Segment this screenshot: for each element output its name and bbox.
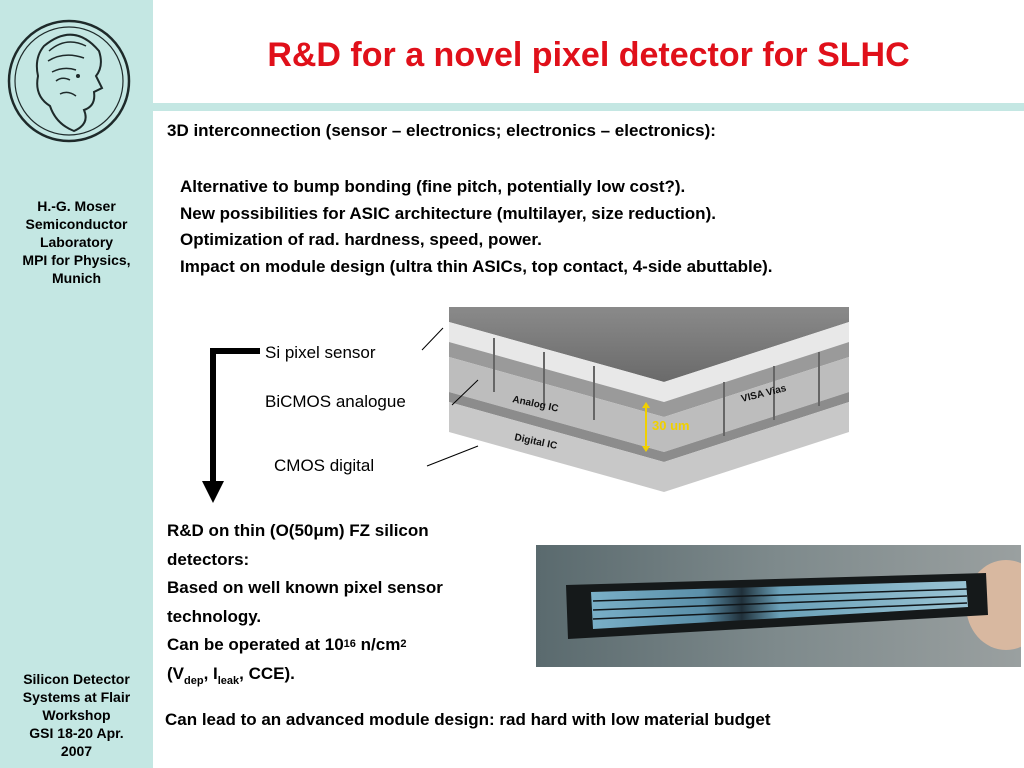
bullet-item: Alternative to bump bonding (fine pitch,… [180,177,686,196]
vdep-text: (V [167,663,184,683]
thin-line-1-start: R&D on thin (O(50 [167,521,314,540]
title-divider [153,103,1024,111]
max-planck-minerva-logo [7,19,131,143]
author-line: MPI for Physics, [22,252,131,268]
thin-line-5: Can be operated at 1016 n/cm2 [167,631,547,660]
event-line: GSI 18-20 Apr. [29,725,124,741]
event-line: 2007 [60,743,93,759]
event-info: Silicon Detector Systems at Flair Worksh… [4,670,149,760]
author-info: H.-G. Moser Semiconductor Laboratory MPI… [4,197,149,287]
ileak-text: , I [203,663,218,683]
mu-symbol: μ [313,521,324,540]
conclusion-text: Can lead to an advanced module design: r… [165,710,771,729]
slide-title: R&D for a novel pixel detector for SLHC [267,36,910,74]
stack-arrow-icon [202,348,260,503]
author-line: Munich [52,270,101,286]
bullet-item: New possibilities for ASIC architecture … [180,203,716,223]
thin-line-2: detectors: [167,549,250,569]
thin-detector-text: R&D on thin (O(50μm) FZ silicon detector… [167,517,547,690]
event-line: Systems at Flair [22,689,131,705]
author-line: Semiconductor [25,216,128,232]
ileak-subscript: leak [217,674,240,687]
label-bicmos-analogue: BiCMOS analogue [265,392,406,411]
sidebar: H.-G. Moser Semiconductor Laboratory MPI… [0,0,153,768]
fluence-text: Can be operated at 10 [167,635,344,654]
thin-sensor-photo [536,545,1021,667]
fluence-exponent: 16 [343,638,356,650]
cce-text: , CCE). [239,663,295,683]
label-cmos-digital: CMOS digital [274,456,375,475]
bullet-item: Impact on module design (ultra thin ASIC… [180,256,773,276]
label-pointer-lines [421,327,479,467]
thin-line-1-end: m) FZ silicon [323,521,429,540]
label-si-pixel-sensor: Si pixel sensor [265,343,376,362]
thin-line-4: technology. [167,606,262,626]
bullet-item: Optimization of rad. hardness, speed, po… [180,230,542,249]
author-line: H.-G. Moser [37,198,116,214]
unit-exponent: 2 [400,638,407,650]
event-line: Silicon Detector [23,671,130,687]
thin-line-6: (Vdep, Ileak, CCE). [167,660,547,691]
fluence-unit: n/cm [355,635,401,654]
thin-line-1: R&D on thin (O(50μm) FZ silicon [167,517,547,546]
thin-line-3: Based on well known pixel sensor [167,578,443,597]
intro-text: 3D interconnection (sensor – electronics… [167,121,716,140]
3d-stack-cross-section: Analog IC Digital IC VISA Vias 30 um [424,302,854,502]
bullet-list: Alternative to bump bonding (fine pitch,… [180,174,773,280]
thickness-label: 30 um [652,418,690,433]
vdep-subscript: dep [184,674,204,687]
author-line: Laboratory [39,234,114,250]
event-line: Workshop [42,707,111,723]
